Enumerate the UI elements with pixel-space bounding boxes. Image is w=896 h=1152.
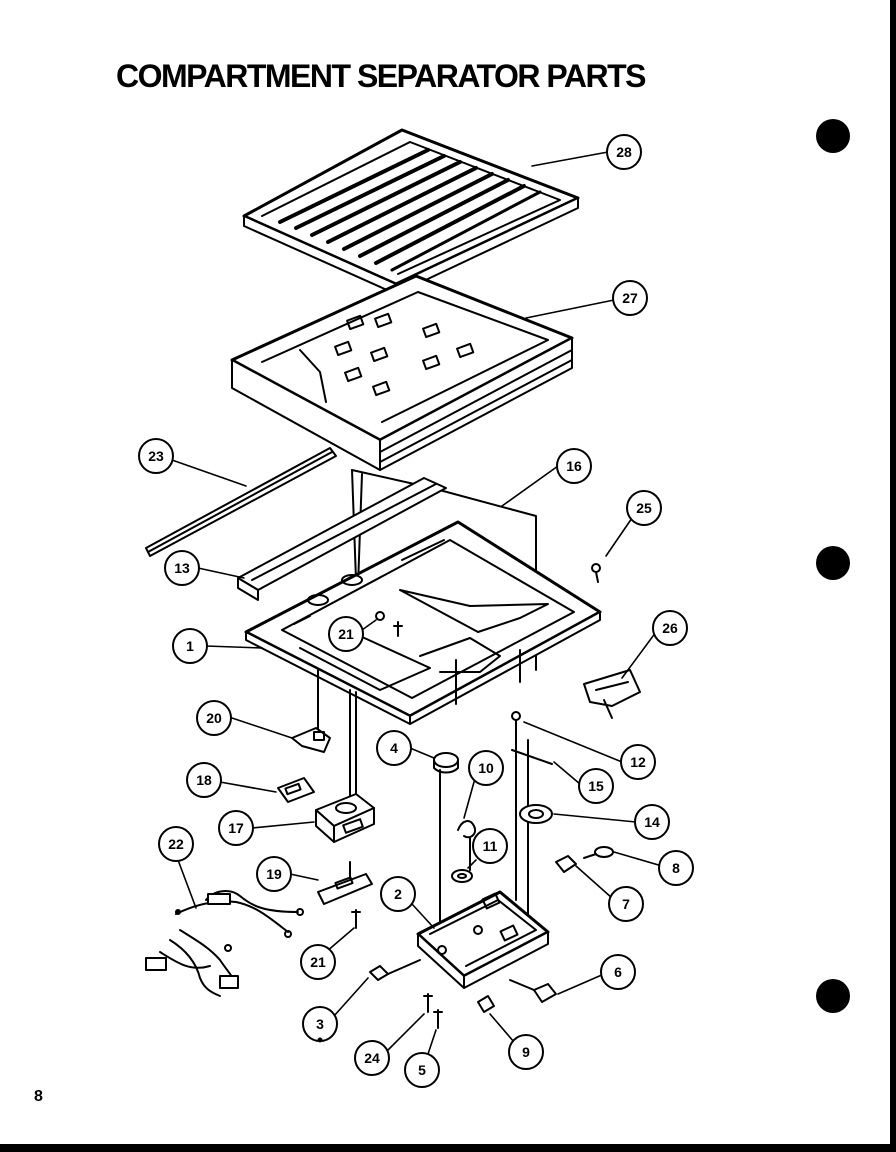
part-21-screw-lower: [351, 909, 361, 929]
callout-13: 13: [164, 550, 200, 586]
callout-2: 2: [380, 876, 416, 912]
svg-text:23: 23: [148, 448, 164, 464]
svg-text:6: 6: [614, 964, 622, 980]
callout-21-upper: 21: [328, 616, 364, 652]
callout-18: 18: [186, 762, 222, 798]
svg-text:26: 26: [662, 620, 678, 636]
svg-text:1: 1: [186, 638, 194, 654]
callout-11: 11: [472, 828, 508, 864]
svg-text:13: 13: [174, 560, 190, 576]
callout-24: 24: [354, 1040, 390, 1076]
callout-16: 16: [556, 448, 592, 484]
part-5-screw: [433, 1009, 443, 1029]
svg-text:5: 5: [418, 1062, 426, 1078]
binder-hole-top: [816, 119, 850, 153]
part-25-screw: [591, 563, 601, 583]
binder-hole-bottom: [816, 979, 850, 1013]
callout-17: 17: [218, 810, 254, 846]
part-12-screw: [511, 711, 521, 901]
callout-22: 22: [158, 826, 194, 862]
part-17-control-box: [315, 793, 375, 843]
callout-15: 15: [578, 768, 614, 804]
part-10-spring: [457, 820, 476, 871]
callout-23: 23: [138, 438, 174, 474]
part-6-connector: [509, 979, 557, 1003]
part-13-channel: [237, 477, 447, 601]
callout-21-lower: 21: [300, 944, 336, 980]
svg-text:16: 16: [566, 458, 582, 474]
svg-text:19: 19: [266, 866, 282, 882]
svg-text:20: 20: [206, 710, 222, 726]
part-21-screw-upper: [375, 611, 403, 637]
part-14-gear: [519, 804, 553, 824]
leader-lines: [171, 151, 663, 1061]
svg-text:21: 21: [310, 954, 326, 970]
svg-text:9: 9: [522, 1044, 530, 1060]
svg-text:10: 10: [478, 760, 494, 776]
callout-1: 1: [172, 628, 208, 664]
part-3-clip: [369, 959, 421, 981]
svg-text:3: 3: [316, 1016, 324, 1032]
callout-6: 6: [600, 954, 636, 990]
part-8-fitting: [583, 846, 614, 859]
svg-text:25: 25: [636, 500, 652, 516]
svg-text:17: 17: [228, 820, 244, 836]
svg-text:8: 8: [672, 860, 680, 876]
callout-9: 9: [508, 1034, 544, 1070]
callout-19: 19: [256, 856, 292, 892]
part-9-nut: [477, 995, 495, 1013]
callout-26: 26: [652, 610, 688, 646]
svg-text:27: 27: [622, 290, 638, 306]
part-23-gasket-strip: [145, 447, 337, 557]
part-11-washer: [451, 869, 473, 883]
part-20-clip: [291, 727, 331, 753]
part-24-screw: [423, 993, 433, 1013]
callout-14: 14: [634, 804, 670, 840]
body-wiring: [317, 669, 357, 801]
part-1-separator-body: [244, 520, 602, 725]
page-title: COMPARTMENT SEPARATOR PARTS: [116, 58, 646, 94]
page-number: 8: [34, 1088, 43, 1105]
svg-text:28: 28: [616, 144, 632, 160]
callout-4: 4: [376, 730, 412, 766]
svg-text:7: 7: [622, 896, 630, 912]
svg-text:21: 21: [338, 626, 354, 642]
svg-text:24: 24: [364, 1050, 380, 1066]
binder-hole-middle: [816, 546, 850, 580]
callout-5: 5: [404, 1052, 440, 1088]
stray-dot: [175, 909, 181, 915]
callout-7: 7: [608, 886, 644, 922]
callout-10: 10: [468, 750, 504, 786]
part-26-tape: [583, 669, 641, 719]
svg-text:22: 22: [168, 836, 184, 852]
part-7-nut: [555, 855, 577, 873]
part-2-housing: [416, 890, 550, 989]
callout-3: 3: [302, 1006, 338, 1042]
callout-27: 27: [612, 280, 648, 316]
part-28-shelf-grille: [242, 128, 580, 295]
callout-8: 8: [658, 850, 694, 886]
svg-text:12: 12: [630, 754, 646, 770]
callout-12: 12: [620, 744, 656, 780]
part-4-knob: [433, 752, 459, 931]
callout-20: 20: [196, 700, 232, 736]
callout-28: 28: [606, 134, 642, 170]
part-15-rod: [511, 739, 553, 931]
stray-dot: [317, 1037, 323, 1043]
part-27-separator-frame: [230, 274, 574, 471]
svg-text:15: 15: [588, 778, 604, 794]
svg-text:14: 14: [644, 814, 660, 830]
svg-text:4: 4: [390, 740, 398, 756]
callout-25: 25: [626, 490, 662, 526]
svg-text:18: 18: [196, 772, 212, 788]
part-19-bracket: [317, 861, 373, 905]
part-22-wire-harness: [145, 890, 304, 997]
svg-text:11: 11: [483, 838, 498, 854]
part-18-plate: [277, 777, 315, 803]
svg-text:2: 2: [394, 886, 402, 902]
